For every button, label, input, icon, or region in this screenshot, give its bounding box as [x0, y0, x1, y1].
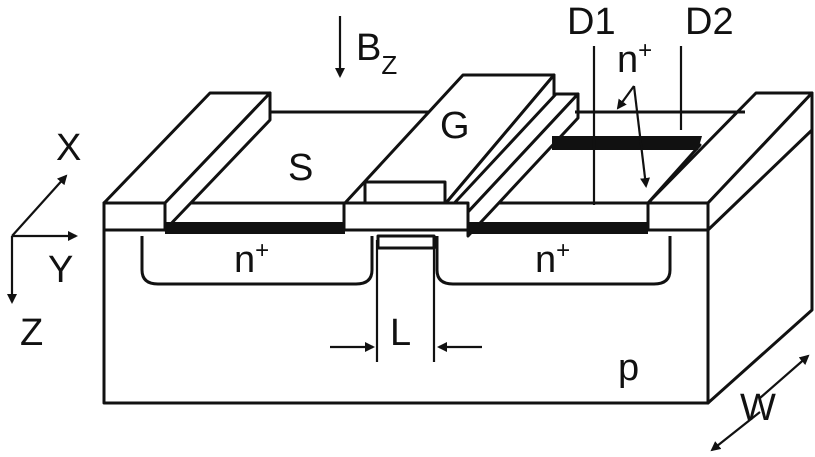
drain-contact-front: [646, 201, 710, 232]
nplus-arrow-1: [616, 85, 635, 110]
source-contact-front: [102, 201, 167, 232]
nplus-well-left: [140, 236, 374, 286]
axis-z-label: Z: [20, 312, 43, 354]
axis-y-label: Y: [48, 249, 73, 291]
width-label: W: [740, 387, 776, 429]
gate-pad-front: [342, 201, 470, 232]
width-arrow-up: [759, 354, 810, 399]
substrate-label: p: [618, 347, 639, 389]
oxide-layer-right: [468, 222, 648, 234]
drain1-label: D1: [567, 1, 616, 43]
oxide-layer-d2: [552, 136, 702, 150]
nplus-left-label: n+: [234, 237, 269, 281]
channel-region: [376, 234, 436, 250]
nplus-well-right: [435, 236, 672, 286]
nplus-arrow-2: [632, 85, 651, 188]
drain2-label: D2: [685, 1, 734, 43]
source-label: S: [288, 147, 313, 189]
axis-x-label: X: [56, 127, 81, 169]
gate-label: G: [440, 105, 470, 147]
width-arrow-down: [710, 411, 761, 452]
nplus-right-label: n+: [535, 237, 570, 281]
nplus-top-label: n+: [617, 37, 652, 81]
gate-pad-small: [363, 180, 447, 205]
oxide-layer-left: [165, 222, 345, 234]
axis-x-arrow: [11, 174, 68, 237]
field-label: BZ: [356, 27, 397, 80]
length-label: L: [390, 312, 411, 354]
